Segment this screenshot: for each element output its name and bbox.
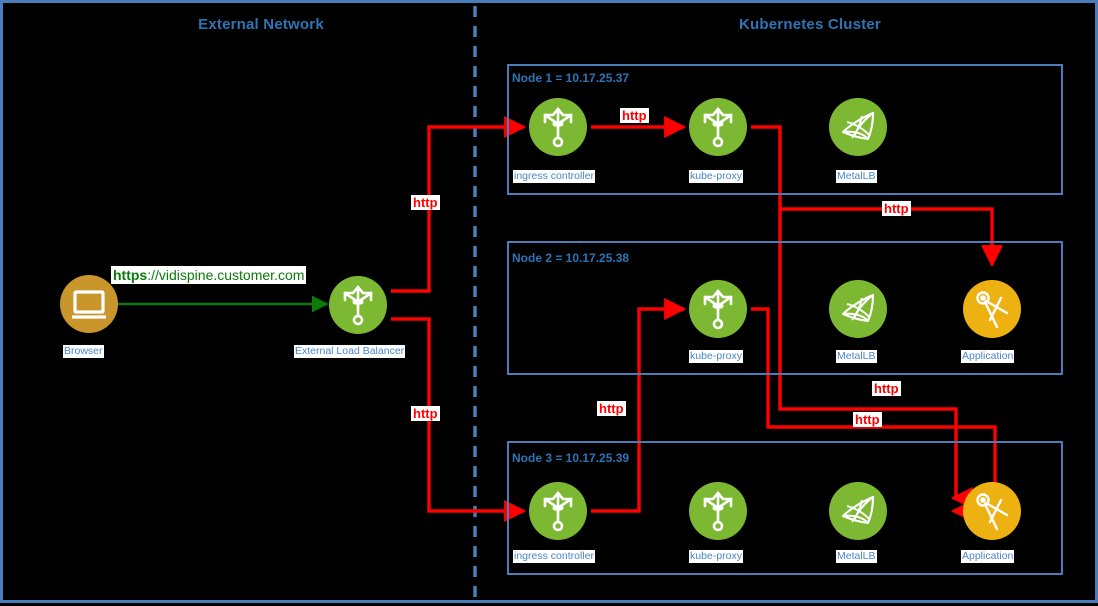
node3-metallb-label: MetalLB xyxy=(836,550,877,563)
http-label-proxy2-to-app3: http xyxy=(853,412,882,427)
node-box-3 xyxy=(507,441,1063,575)
url-scheme: https xyxy=(113,267,148,283)
node3-application-icon[interactable] xyxy=(963,482,1021,540)
node1-ingress-controller-label: ingress controller xyxy=(513,170,595,183)
node3-kube-proxy-icon[interactable] xyxy=(689,482,747,540)
node-box-1 xyxy=(507,64,1063,195)
node3-application-label: Application xyxy=(961,550,1015,563)
node2-metallb-label: MetalLB xyxy=(836,350,877,363)
node1-ingress-controller-icon[interactable] xyxy=(529,98,587,156)
node2-kube-proxy-icon[interactable] xyxy=(689,280,747,338)
node3-ingress-controller-icon[interactable] xyxy=(529,482,587,540)
browser-label: Browser xyxy=(63,345,104,358)
external-load-balancer-label: External Load Balancer xyxy=(294,345,406,358)
url-rest: ://vidispine.customer.com xyxy=(147,267,305,283)
node2-kube-proxy-label: kube-proxy xyxy=(689,350,743,363)
node2-application-icon[interactable] xyxy=(963,280,1021,338)
zone-title-external: External Network xyxy=(198,16,324,33)
http-label-lb-to-node1: http xyxy=(411,195,440,210)
browser-icon[interactable] xyxy=(60,275,118,333)
https-url-label: https://vidispine.customer.com xyxy=(111,266,307,284)
node-title-2: Node 2 = 10.17.25.38 xyxy=(512,251,630,265)
node-box-2 xyxy=(507,241,1063,375)
node1-metallb-icon[interactable] xyxy=(829,98,887,156)
zone-title-cluster: Kubernetes Cluster xyxy=(739,16,881,33)
http-label-ingress3-to-proxy2: http xyxy=(597,401,626,416)
node-title-3: Node 3 = 10.17.25.39 xyxy=(512,451,630,465)
node3-metallb-icon[interactable] xyxy=(829,482,887,540)
http-label-ingress1-to-proxy1: http xyxy=(620,108,649,123)
external-load-balancer-icon[interactable] xyxy=(329,276,387,334)
node1-kube-proxy-icon[interactable] xyxy=(689,98,747,156)
http-label-proxy1-to-app3: http xyxy=(872,381,901,396)
node2-metallb-icon[interactable] xyxy=(829,280,887,338)
node-title-1: Node 1 = 10.17.25.37 xyxy=(512,71,630,85)
node1-metallb-label: MetalLB xyxy=(836,170,877,183)
node3-ingress-controller-label: ingress controller xyxy=(513,550,595,563)
node2-application-label: Application xyxy=(961,350,1015,363)
http-label-lb-to-node3: http xyxy=(411,406,440,421)
node3-kube-proxy-label: kube-proxy xyxy=(689,550,743,563)
node1-kube-proxy-label: kube-proxy xyxy=(689,170,743,183)
http-label-proxy1-to-app2: http xyxy=(882,201,911,216)
